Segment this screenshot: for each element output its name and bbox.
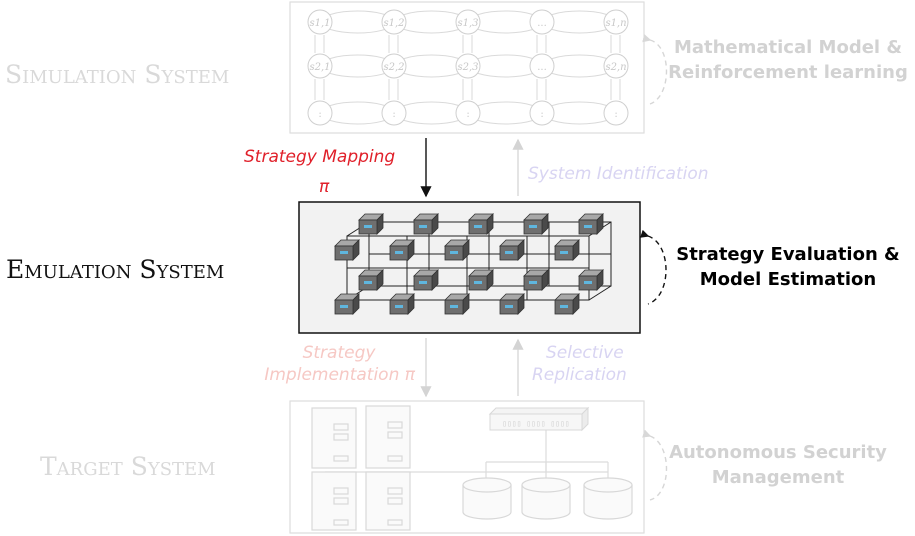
simulation-box: s1,1 s1,2 s1,3 ... s1,n s2,1 s2,2 s2,3 .…	[289, 1, 645, 134]
emulated-node-back-top-4	[523, 213, 549, 235]
simulation-loop-arrow	[642, 34, 668, 105]
target-loop-arrow	[641, 429, 668, 501]
state-node: s2,2	[381, 53, 407, 79]
emulated-node-front-top-2	[389, 239, 415, 261]
state-label: :	[540, 109, 543, 120]
database-icon	[583, 477, 633, 520]
emulated-node-front-bottom-3	[444, 293, 470, 315]
switch-icon: ▯▯▯▯ ▯▯▯▯ ▯▯▯▯	[488, 406, 590, 432]
emulated-node-back-bottom-1	[358, 269, 384, 291]
state-label: :	[466, 109, 469, 120]
state-nodes: s1,1 s1,2 s1,3 ... s1,n s2,1 s2,2 s2,3 .…	[307, 9, 629, 126]
simulation-side-label: Mathematical Model & Reinforcement learn…	[668, 35, 908, 85]
emulated-node-front-bottom-5	[554, 293, 580, 315]
emulation-side-line-2: Model Estimation	[699, 269, 877, 290]
system-identification-label: System Identification	[528, 164, 709, 184]
state-label: s1,3	[457, 18, 478, 29]
emulated-node-back-bottom-5	[578, 269, 604, 291]
switch-ports: ▯▯▯▯ ▯▯▯▯ ▯▯▯▯	[502, 419, 569, 428]
state-label: s2,n	[605, 62, 626, 73]
state-label: ...	[537, 62, 547, 73]
state-node: s1,2	[381, 9, 407, 35]
simulation-system-label: Simulation System	[5, 60, 230, 89]
state-label: s2,3	[457, 62, 478, 73]
emulated-node-front-top-4	[499, 239, 525, 261]
state-label: s1,2	[383, 18, 404, 29]
server-icon	[365, 471, 411, 531]
state-label: s1,n	[605, 18, 626, 29]
emulated-node-back-bottom-2	[413, 269, 439, 291]
state-node: s1,n	[603, 9, 629, 35]
target-side-line-1: Autonomous Security	[669, 442, 887, 463]
state-node: :	[381, 100, 407, 126]
server-icon	[311, 471, 357, 531]
state-node: :	[455, 100, 481, 126]
emulated-node-back-bottom-4	[523, 269, 549, 291]
target-side-label: Autonomous Security Management	[668, 440, 888, 490]
selective-replication-line-1: Selective	[546, 343, 624, 363]
strategy-mapping-label: Strategy Mapping	[244, 147, 396, 167]
emulated-node-front-bottom-1	[334, 293, 360, 315]
database-icon	[521, 477, 571, 520]
emulated-node-front-top-5	[554, 239, 580, 261]
state-label: :	[318, 109, 321, 120]
emulated-node-back-top-2	[413, 213, 439, 235]
strategy-implementation-line-1: Strategy	[302, 343, 376, 363]
state-node: s1,3	[455, 9, 481, 35]
strategy-implementation-line-2: Implementation π	[264, 365, 415, 385]
chain-vertical-links	[314, 35, 621, 100]
database-icon	[462, 477, 512, 520]
simulation-side-line-2: Reinforcement learning	[668, 62, 908, 83]
emulation-loop-arrow	[640, 229, 667, 305]
state-node: :	[603, 100, 629, 126]
state-label: :	[614, 109, 617, 120]
selective-replication-line-2: Replication	[532, 365, 627, 385]
emulated-node-front-bottom-2	[389, 293, 415, 315]
state-label: s1,1	[309, 18, 330, 29]
emulated-node-front-top-1	[334, 239, 360, 261]
emulation-system-label: Emulation System	[6, 255, 225, 284]
emulated-node-back-top-1	[358, 213, 384, 235]
server-icon	[365, 405, 411, 469]
state-node: :	[529, 100, 555, 126]
target-system-label: Target System	[40, 452, 216, 481]
selective-replication-label: Selective Replication	[532, 342, 627, 386]
emulation-side-line-1: Strategy Evaluation &	[676, 244, 900, 265]
state-label: :	[392, 109, 395, 120]
state-node: ...	[529, 9, 555, 35]
strategy-mapping-pi: π	[319, 177, 330, 197]
emulation-side-label: Strategy Evaluation & Model Estimation	[668, 242, 908, 292]
state-label: s2,2	[383, 62, 404, 73]
emulated-node-back-top-3	[468, 213, 494, 235]
target-box: ▯▯▯▯ ▯▯▯▯ ▯▯▯▯	[289, 400, 645, 534]
state-node: :	[307, 100, 333, 126]
emulation-box	[298, 201, 641, 334]
emulated-node-front-top-3	[444, 239, 470, 261]
state-node: ...	[529, 53, 555, 79]
simulation-side-line-1: Mathematical Model &	[673, 37, 903, 58]
state-node: s2,1	[307, 53, 333, 79]
emulated-node-back-bottom-3	[468, 269, 494, 291]
state-node: s2,n	[603, 53, 629, 79]
state-label: s2,1	[309, 62, 330, 73]
strategy-implementation-label: Strategy Implementation π	[255, 342, 415, 386]
target-side-line-2: Management	[711, 467, 845, 488]
state-node: s1,1	[307, 9, 333, 35]
emulated-node-front-bottom-4	[499, 293, 525, 315]
server-icon	[311, 407, 357, 469]
emulated-node-back-top-5	[578, 213, 604, 235]
state-node: s2,3	[455, 53, 481, 79]
state-label: ...	[537, 18, 547, 29]
